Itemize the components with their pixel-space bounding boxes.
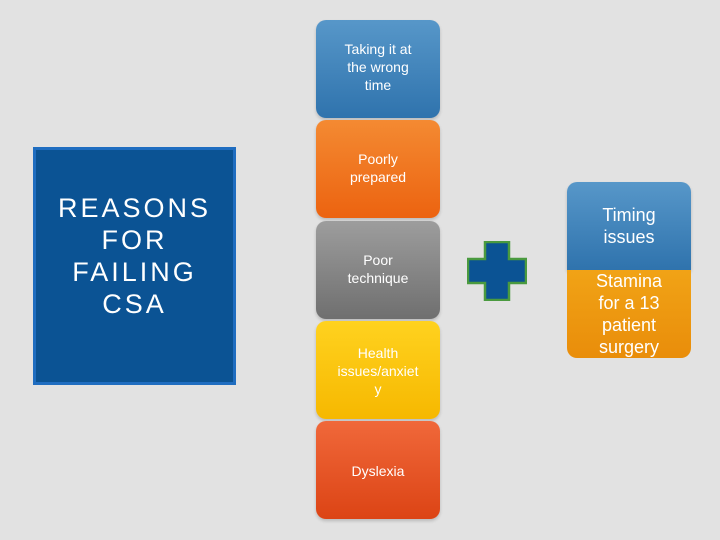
step-dyslexia: Dyslexia xyxy=(316,421,440,519)
step-health-issues: Health issues/anxiet y xyxy=(316,321,440,419)
step-label: Dyslexia xyxy=(351,463,405,479)
step-label: Poorly prepared xyxy=(349,151,407,185)
step-poorly-prepared: Poorly prepared xyxy=(316,120,440,218)
step-taking-wrong-time: Taking it at the wrong time xyxy=(316,20,440,118)
step-poor-technique: Poor technique xyxy=(316,221,440,319)
step-label: Health issues/anxiet y xyxy=(337,345,419,397)
title-box: REASONS FOR FAILING CSA xyxy=(33,147,236,385)
additional-stamina: Stamina for a 13 patient surgery xyxy=(567,270,691,358)
plus-icon xyxy=(467,241,527,301)
step-label: Poor technique xyxy=(347,252,409,286)
title-text: REASONS FOR FAILING CSA xyxy=(57,193,212,319)
additional-timing-issues: Timing issues xyxy=(567,182,691,270)
step-label: Taking it at the wrong time xyxy=(344,41,412,93)
additional-label: Timing issues xyxy=(602,205,656,247)
additional-label: Stamina for a 13 patient surgery xyxy=(595,271,663,357)
